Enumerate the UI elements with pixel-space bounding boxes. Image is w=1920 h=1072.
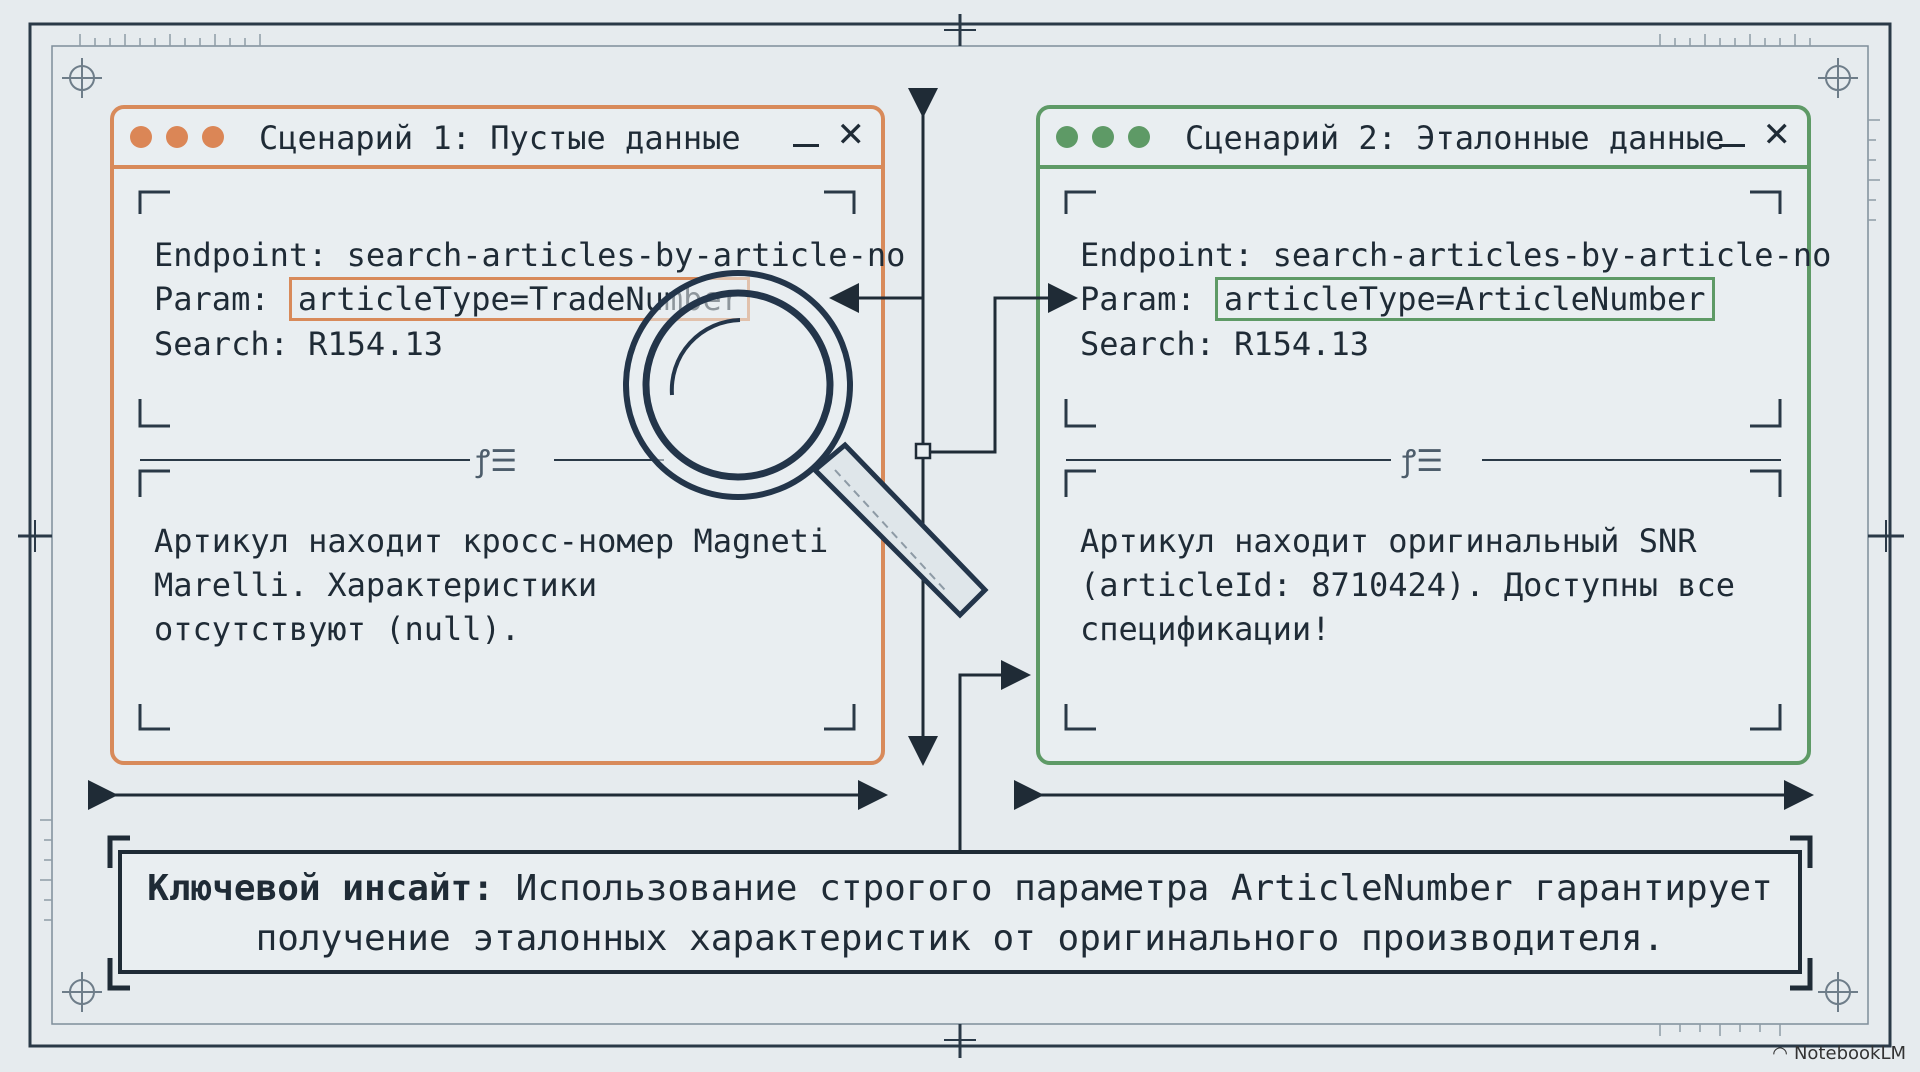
window-dot-icon[interactable]: [130, 126, 152, 148]
scenario2-param-label: Param:: [1080, 280, 1215, 318]
scenario2-titlebar: Сценарий 2: Эталонные данные ✕: [1040, 109, 1807, 169]
window-dot-icon[interactable]: [1128, 126, 1150, 148]
scenario2-window: Сценарий 2: Эталонные данные ✕ Endpoint:…: [1036, 105, 1831, 765]
connector-to-scenario2: [923, 283, 1078, 454]
divider-left: [1066, 459, 1391, 461]
bracket-frame: [1064, 190, 1782, 731]
list-icon: ꝭ☰: [476, 444, 518, 479]
bracket-frame: [138, 190, 856, 731]
scenario2-description: Артикул находит оригинальный SNR (articl…: [1080, 522, 1736, 648]
magnifier-icon: [623, 270, 989, 619]
close-icon[interactable]: ✕: [836, 115, 866, 155]
window-dot-icon[interactable]: [1056, 126, 1078, 148]
scenario2-param-value: articleType=ArticleNumber: [1214, 277, 1715, 321]
insight-box: Ключевой инсайт: Использование строгого …: [118, 850, 1802, 974]
brand-watermark: ◠ NotebookLM: [1772, 1043, 1906, 1064]
scenario2-param-row: Param: articleType=ArticleNumber: [1080, 277, 1715, 321]
scenario2-title: Сценарий 2: Эталонные данные: [1185, 119, 1725, 157]
close-icon[interactable]: ✕: [1762, 115, 1792, 155]
scenario1-titlebar: Сценарий 1: Пустые данные ✕: [114, 109, 881, 169]
scenario1-search: Search: R154.13: [154, 325, 443, 363]
scenario1-param-label: Param:: [154, 280, 289, 318]
scenario2-search: Search: R154.13: [1080, 325, 1369, 363]
insight-text: Использование строгого параметра Article…: [255, 868, 1773, 959]
window-dot-icon[interactable]: [1092, 126, 1114, 148]
divider-right: [1482, 459, 1781, 461]
list-icon: ꝭ☰: [1402, 444, 1444, 479]
divider-right: [554, 459, 664, 461]
window-dot-icon[interactable]: [202, 126, 224, 148]
scenario1-title: Сценарий 1: Пустые данные: [259, 119, 741, 157]
scenario2-endpoint: Endpoint: search-articles-by-article-no: [1080, 236, 1832, 274]
brand-label: NotebookLM: [1793, 1043, 1906, 1064]
junction-node: [914, 442, 932, 460]
minimize-icon[interactable]: [1719, 121, 1745, 151]
insight-label: Ключевой инсайт:: [147, 868, 494, 909]
minimize-icon[interactable]: [793, 121, 819, 151]
scenario1-window: Сценарий 1: Пустые данные ✕ Endpoint: se…: [110, 105, 905, 765]
scenario1-endpoint: Endpoint: search-articles-by-article-no: [154, 236, 906, 274]
scenario1-description: Артикул находит кросс-номер Magneti Mare…: [154, 522, 829, 648]
connector-insight: [958, 660, 1031, 850]
window-dot-icon[interactable]: [166, 126, 188, 148]
notebooklm-logo-icon: ◠: [1772, 1043, 1788, 1064]
divider-left: [140, 459, 470, 461]
insight-brackets: [107, 835, 1813, 991]
